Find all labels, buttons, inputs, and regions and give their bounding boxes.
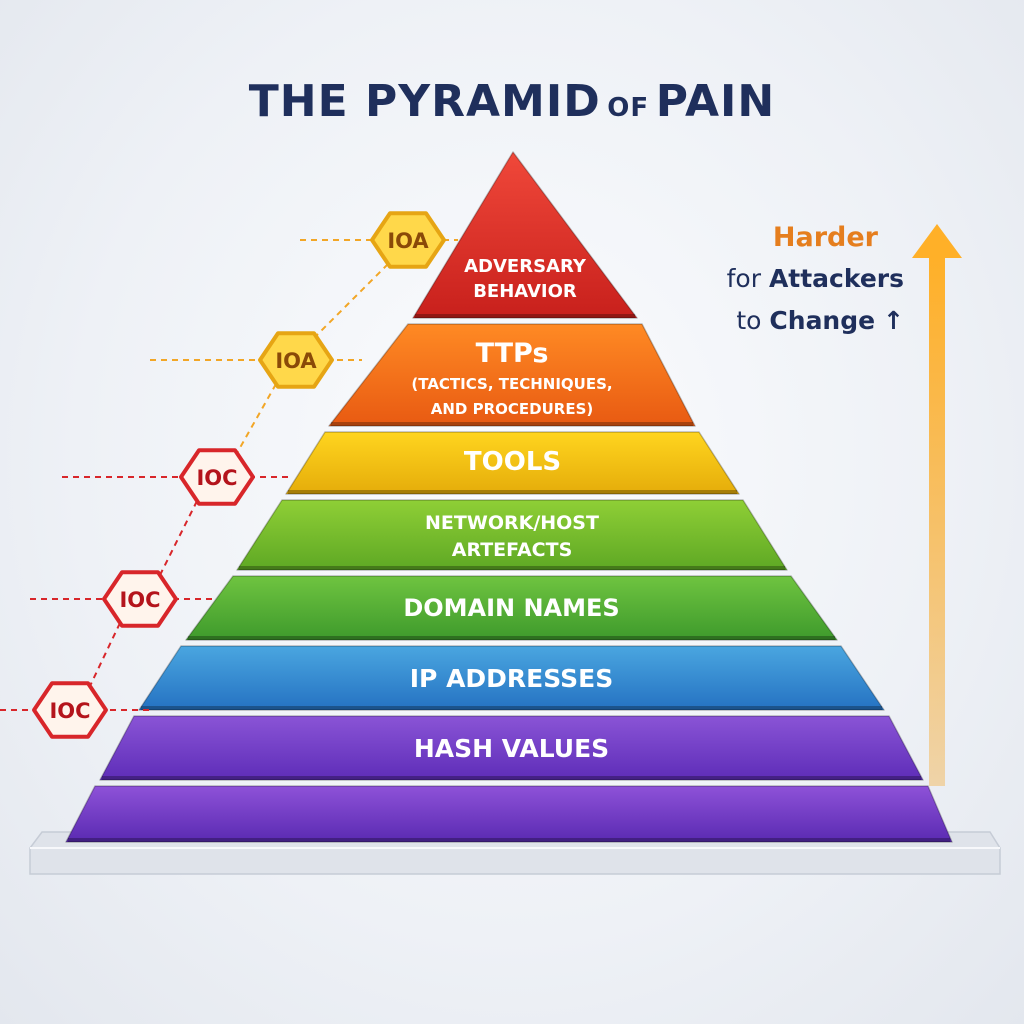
pyramid-tier: TTPs (TACTICS, TECHNIQUES, AND PROCEDURES): [328, 323, 696, 427]
tier-label: ADVERSARY: [464, 256, 587, 277]
tier-label: TTPs: [476, 338, 549, 369]
ioc-badge: IOC: [102, 570, 178, 628]
harder-arrow: [912, 224, 962, 786]
change-label: Change: [769, 306, 876, 335]
pyramid-tier: NETWORK/HOST ARTEFACTS: [236, 499, 788, 571]
tier-label: NETWORK/HOST: [425, 512, 599, 534]
attackers-label: Attackers: [768, 264, 904, 293]
tier-label: TOOLS: [464, 447, 561, 477]
indicator-badges: IOA IOA IOC IOC IOC: [32, 211, 446, 739]
tier-shape: [236, 499, 788, 571]
badge-label: IOC: [49, 699, 90, 723]
title-main: THE PYRAMID: [248, 76, 601, 127]
badge-hexagon: [102, 570, 178, 628]
tier-shape: [99, 715, 924, 781]
tier-shape: [185, 575, 838, 641]
ioa-badge: IOA: [258, 331, 334, 389]
title-connector: OF: [607, 93, 650, 123]
badge-label: IOA: [275, 349, 317, 373]
tier-shape: [412, 151, 638, 319]
tier-label: AND PROCEDURES): [431, 400, 593, 418]
badge-chain-line: [159, 500, 198, 576]
arrow-shaft: [929, 256, 945, 786]
badge-label: IOC: [196, 466, 237, 490]
badge-chain-line: [315, 263, 389, 337]
pyramid-tier: DOMAIN NAMES: [185, 575, 838, 641]
badge-chain-line: [236, 383, 277, 454]
tier-label: DOMAIN NAMES: [403, 594, 619, 622]
tier-label: HASH VALUES: [414, 734, 609, 763]
badge-hexagon: [370, 211, 446, 269]
tier-shape: [285, 431, 740, 495]
ioa-badge: IOA: [370, 211, 446, 269]
pyramid-base-platform: [29, 831, 1001, 875]
pyramid-tier: ADVERSARY BEHAVIOR: [412, 151, 638, 319]
tier-label: BEHAVIOR: [473, 281, 577, 302]
arrow-head: [912, 224, 962, 258]
pyramid-tier: HASH VALUES: [99, 715, 924, 781]
tier-shape: [65, 785, 953, 843]
pyramid-tier: IP ADDRESSES: [138, 645, 885, 711]
badge-chain-line: [89, 622, 121, 687]
badge-hexagon: [32, 681, 108, 739]
pyramid-tier: [65, 785, 953, 843]
tier-label: IP ADDRESSES: [410, 664, 613, 693]
pyramid-tiers: ADVERSARY BEHAVIOR TTPs (TACTICS, TECHNIQUE…: [65, 151, 953, 843]
up-arrow-icon: ↑: [883, 306, 904, 335]
for-label: for: [726, 264, 761, 293]
page-title: THE PYRAMID OF PAIN: [0, 76, 1024, 127]
harder-label: Harder: [772, 222, 878, 253]
ioc-badge: IOC: [179, 448, 255, 506]
badge-label: IOA: [387, 229, 429, 253]
badge-hexagon: [179, 448, 255, 506]
pyramid-tier: TOOLS: [285, 431, 740, 495]
for-attackers-label: for Attackers: [727, 264, 904, 293]
tier-label: ARTEFACTS: [452, 539, 573, 561]
tier-label: (TACTICS, TECHNIQUES,: [411, 375, 612, 393]
badge-label: IOC: [119, 588, 160, 612]
title-end: PAIN: [655, 76, 776, 127]
badge-hexagon: [258, 331, 334, 389]
tier-shape: [328, 323, 696, 427]
ioc-badge: IOC: [32, 681, 108, 739]
tier-shape: [138, 645, 885, 711]
to-label: to: [736, 306, 762, 335]
to-change-label: to Change ↑: [736, 306, 904, 335]
